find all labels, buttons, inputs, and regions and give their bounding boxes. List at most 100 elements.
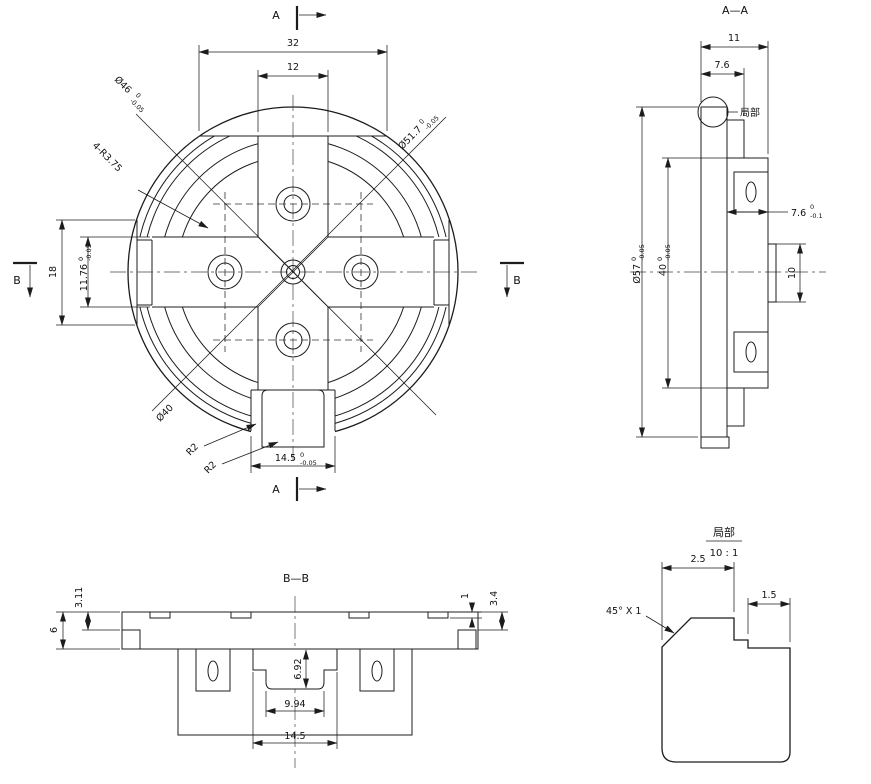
dia-46-text: Ø46 [112, 74, 134, 96]
dim-bb-3-4: 3.4 [478, 591, 508, 631]
bolt-hole-bottom [275, 322, 311, 358]
label-dia-51-7: Ø51.7 0 -0.05 [396, 114, 441, 152]
section-marker-a-top: A [272, 6, 327, 30]
label-r2-a: R2 [184, 423, 257, 458]
dim-10-text: 10 [787, 267, 798, 279]
dim-bb-6-92: 6.92 [293, 649, 309, 689]
bolt-hole-left [207, 254, 243, 290]
dim-1-text: 1 [460, 593, 471, 599]
plate-notch-1 [149, 611, 171, 619]
bolt-hole-right-inner [351, 262, 371, 282]
plate-notch-2 [230, 611, 252, 619]
dim-1-5-text: 1.5 [761, 590, 776, 601]
dim-40-tol-upper: 0 [656, 257, 664, 261]
diameter-leader-lines [135, 113, 447, 416]
hub-slot-top [733, 171, 769, 213]
hub-hole-bottom [745, 341, 757, 363]
dim-bb-1: 1 [450, 593, 482, 628]
dim-aa-11: 11 [700, 33, 769, 154]
label-dia-46: Ø46 0 -0.05 [112, 74, 146, 114]
dim-14-5-tol-lower: -0.05 [300, 459, 317, 467]
dim-11-76-tol-lower: -0.05 [85, 244, 93, 261]
bolt-hole-top [275, 186, 311, 222]
boss-section [767, 243, 777, 303]
dim-12: 12 [257, 62, 329, 132]
dim-aa-7-6-text: 7.6 [714, 60, 729, 71]
dim-aa-40: 40 0 -0.05 [656, 157, 727, 389]
plate-notch-4 [427, 611, 449, 619]
dim-aa-7-6-right: 7.6 0 -0.1 [726, 203, 823, 220]
dim-detail-1-5: 1.5 [747, 590, 791, 642]
detail-profile [661, 617, 791, 763]
detail-title: 局部 10 : 1 [706, 525, 742, 559]
bolt-hole-right [343, 254, 379, 290]
bolt-holes [207, 186, 379, 358]
dim-18-text: 18 [48, 266, 59, 278]
dim-aa-7-6: 7.6 [700, 60, 745, 116]
block-slot-right [359, 648, 395, 692]
plate-end-step-left [121, 629, 141, 650]
bolt-hole-top-inner [283, 194, 303, 214]
detail-callout-text: 局部 [740, 106, 760, 119]
dim-6-92-text: 6.92 [293, 658, 304, 679]
block-slot-left [195, 648, 231, 692]
dim-12-text: 12 [287, 62, 299, 73]
dia-57-tol-upper: 0 [630, 257, 638, 261]
dim-14-5: 14.5 0 -0.05 [250, 436, 336, 473]
r2-b-text: R2 [202, 459, 219, 476]
dim-step-tol-lower: -0.1 [810, 212, 823, 220]
block-hole-left [207, 660, 219, 682]
r2-a-text: R2 [184, 441, 201, 458]
block-hole-right [371, 660, 383, 682]
dim-step-text: 7.6 [791, 208, 806, 219]
detail-view: 局部 10 : 1 2.5 1.5 45° X 1 [606, 525, 791, 763]
dia-46-tol-upper: 0 [134, 91, 143, 100]
dim-40-text: 40 [658, 264, 669, 276]
dia-51-7-text: Ø51.7 [396, 124, 424, 152]
dim-bb-14-5: 14.5 [252, 672, 338, 749]
dim-3-11-text: 3.11 [74, 587, 85, 608]
dim-bb-6: 6 [49, 611, 120, 650]
section-marker-a-bottom: A [272, 477, 327, 501]
dim-aa-11-text: 11 [728, 33, 740, 44]
dim-step-tol-upper: 0 [810, 203, 814, 211]
section-marker-b-right: B [500, 261, 524, 298]
dim-3-4-text: 3.4 [489, 591, 500, 606]
dim-6-text: 6 [49, 627, 60, 633]
bottom-step-section [726, 387, 745, 427]
top-step-section [726, 119, 745, 159]
hole-centerline-square [213, 192, 373, 352]
section-a-bottom-letter: A [272, 483, 280, 496]
bolt-hole-left-inner [215, 262, 235, 282]
fillet-note-text: 4-R3.75 [90, 140, 124, 174]
dim-2-5-text: 2.5 [690, 554, 705, 565]
bolt-hole-bottom-inner [283, 330, 303, 350]
dia-51-7-tol-lower: -0.05 [423, 114, 441, 132]
section-aa-view: A—A 局部 11 7.6 [630, 4, 826, 449]
dia-57-tol-lower: -0.05 [638, 244, 646, 261]
dia-51-7-tol-upper: 0 [418, 117, 427, 126]
bottom-tail-section [700, 436, 730, 449]
center-hole [280, 259, 306, 285]
plate-notch-3 [348, 611, 370, 619]
dim-32-text: 32 [287, 38, 299, 49]
section-b-left-letter: B [13, 274, 21, 287]
dim-14-5-text: 14.5 [275, 453, 296, 464]
hub-hole-top [745, 181, 757, 203]
dim-18: 18 [48, 219, 135, 326]
dim-32: 32 [198, 38, 388, 131]
front-view: 32 12 18 11.76 0 -0.05 14.5 [13, 6, 524, 501]
pocket [252, 648, 338, 690]
dim-11-76-tol-upper: 0 [77, 257, 85, 261]
section-marker-b-left: B [13, 261, 37, 298]
dim-bb-9-94: 9.94 [265, 691, 325, 717]
dim-11-76-text: 11.76 [79, 264, 90, 291]
detail-scale-text: 10 : 1 [710, 548, 739, 559]
detail-title-text: 局部 [713, 525, 735, 539]
dim-40-tol-lower: -0.05 [664, 244, 672, 261]
section-bb-view: B—B 6 3.11 [49, 572, 508, 768]
label-chamfer: 45° X 1 [606, 606, 675, 634]
bottom-tab [261, 389, 325, 448]
